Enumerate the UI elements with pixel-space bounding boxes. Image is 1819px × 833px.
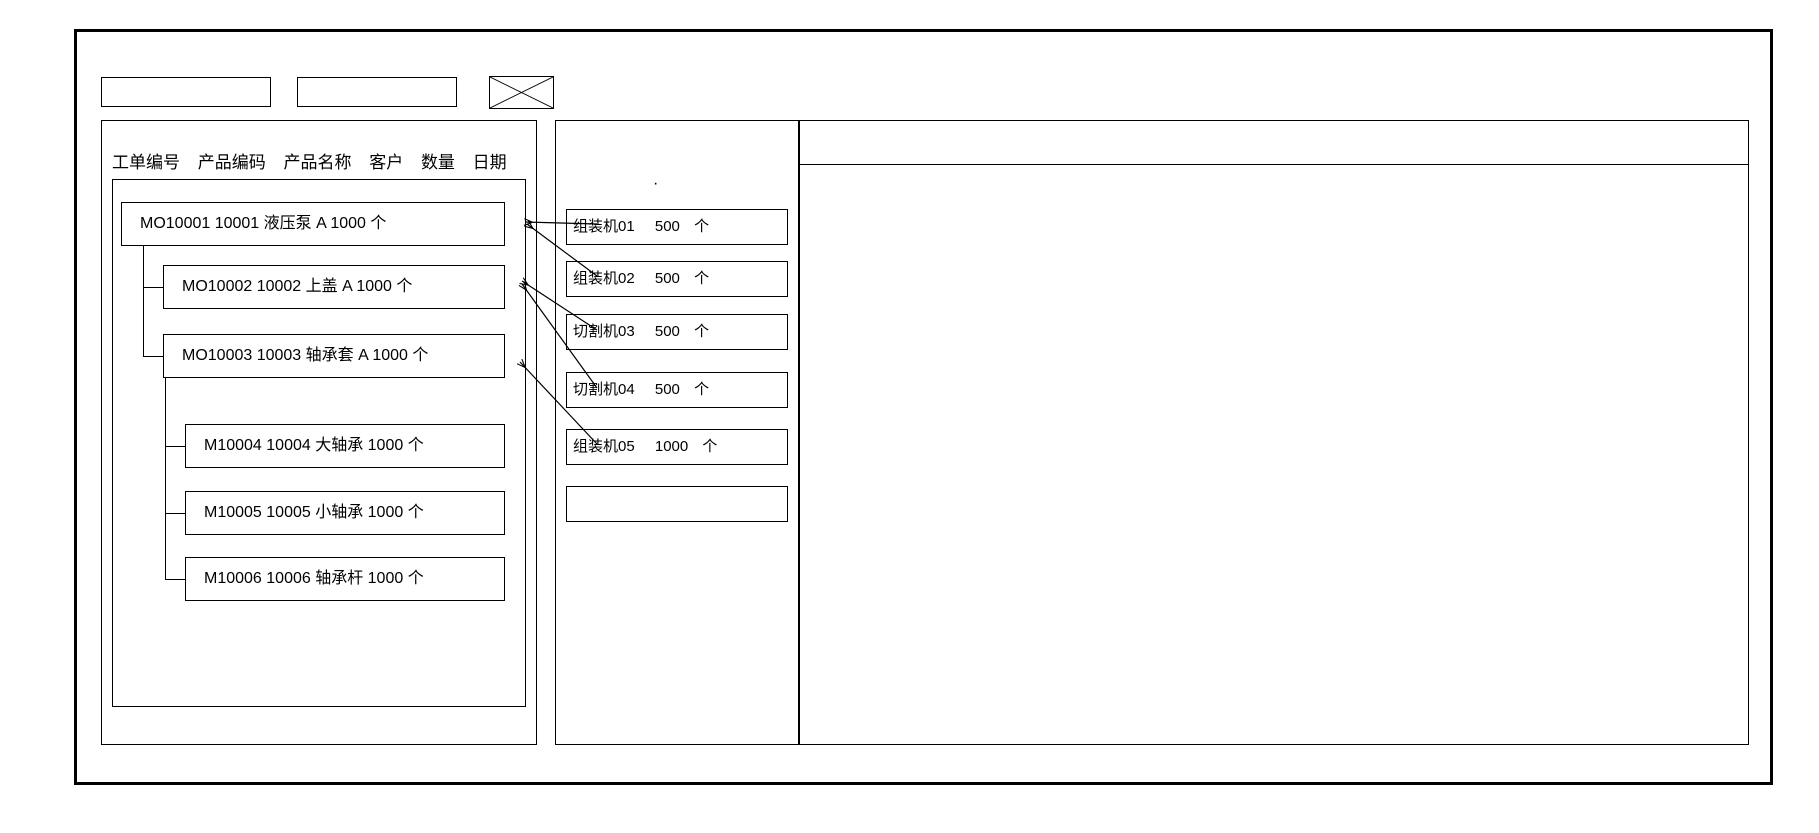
tree-connector-elbow-row5 [165,513,185,514]
machine-unit: 个 [702,438,718,455]
machine-row[interactable]: 组装机05 1000 个 [566,429,788,465]
machine-unit: 个 [694,270,710,287]
table-row[interactable]: M10005 10005 小轴承 1000 个 [185,491,505,535]
machine-quantity: 500 [654,323,680,340]
machine-unit: 个 [694,381,710,398]
machine-row[interactable]: 组装机01 500 个 [566,209,788,245]
machine-row[interactable]: 切割机03 500 个 [566,314,788,350]
machine-quantity: 500 [654,218,680,235]
machine-name: 组装机05 [573,438,635,455]
column-header-customer: 客户 [369,153,404,172]
toolbar [77,32,1770,109]
column-header-date: 日期 [472,153,507,172]
machine-quantity: 500 [654,381,680,398]
machine-row[interactable]: 切割机04 500 个 [566,372,788,408]
image-placeholder-icon[interactable] [489,76,554,109]
column-header-quantity: 数量 [420,153,455,172]
app-window: 工单编号 产品编码 产品名称 客户 数量 日期 MO10001 10001 液压… [74,29,1773,785]
table-row[interactable]: M10006 10006 轴承杆 1000 个 [185,557,505,601]
machine-unit: 个 [694,218,710,235]
machine-row[interactable]: 组装机02 500 个 [566,261,788,297]
machine-unit: 个 [694,323,710,340]
column-header-work-order: 工单编号 [112,153,180,172]
table-row[interactable]: M10004 10004 大轴承 1000 个 [185,424,505,468]
machine-name: 切割机04 [573,381,635,398]
machine-row-empty[interactable] [566,486,788,522]
machine-quantity: 1000 [654,438,689,455]
machine-quantity: 500 [654,270,680,287]
work-order-list-frame: MO10001 10001 液压泵 A 1000 个 MO10002 10002… [112,179,526,707]
tree-connector-elbow-row4 [165,446,185,447]
table-row[interactable]: MO10003 10003 轴承套 A 1000 个 [163,334,505,378]
machine-panel: · 组装机01 500 个 组装机02 500 个 切割机03 500 个 切割… [555,120,799,745]
toolbar-field-2[interactable] [297,77,457,107]
toolbar-field-1[interactable] [101,77,271,107]
machine-name: 组装机02 [573,270,635,287]
work-order-panel: 工单编号 产品编码 产品名称 客户 数量 日期 MO10001 10001 液压… [101,120,537,745]
panel-marker-dot: · [653,175,659,192]
detail-panel [799,120,1749,745]
tree-connector-elbow-row6 [165,579,185,580]
work-order-table-header: 工单编号 产品编码 产品名称 客户 数量 日期 [112,148,507,173]
table-row[interactable]: MO10002 10002 上盖 A 1000 个 [163,265,505,309]
tree-connector-spine-level2 [165,378,166,580]
tree-connector-elbow-row3 [143,356,163,357]
tree-connector-elbow-row2 [143,287,163,288]
detail-panel-header [800,121,1748,165]
column-header-product-code: 产品编码 [197,153,266,172]
column-header-product-name: 产品名称 [283,153,352,172]
machine-name: 组装机01 [573,218,635,235]
table-row[interactable]: MO10001 10001 液压泵 A 1000 个 [121,202,505,246]
machine-name: 切割机03 [573,323,635,340]
tree-connector-spine-level1 [143,224,144,357]
detail-panel-body [800,165,1748,744]
